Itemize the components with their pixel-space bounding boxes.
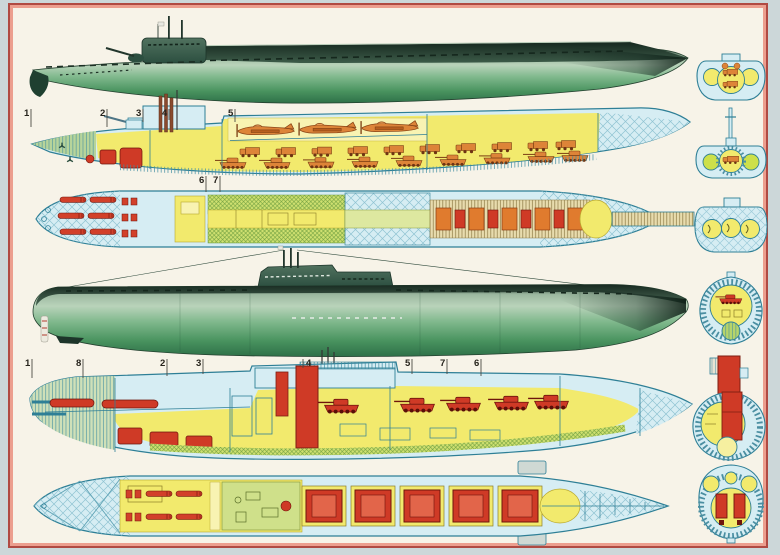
- flag: [157, 21, 165, 27]
- conning-tower: [257, 264, 394, 288]
- machinery: [99, 149, 117, 165]
- trunk-small: [275, 371, 289, 417]
- bow-fin: [29, 70, 49, 97]
- cross-section-lower-2: [692, 355, 766, 461]
- bow-braces: [39, 478, 121, 534]
- callout-label: 8: [76, 358, 81, 369]
- lower-submarine-profile: [32, 245, 689, 357]
- callout-label: 5: [405, 358, 411, 369]
- tank-section: [733, 493, 746, 519]
- callout-label: 6: [474, 358, 479, 369]
- periscope-mast: [290, 248, 292, 268]
- tank-bays-plan: [301, 485, 543, 527]
- tower-cutaway: [142, 105, 206, 130]
- periscope-mast: [168, 16, 170, 39]
- spare-torpedo: [101, 399, 159, 409]
- lower-submarine-cutaway: [29, 347, 694, 460]
- upper-submarine-cutaway: [30, 90, 691, 176]
- periscope-mast: [283, 250, 285, 268]
- upper-submarine-plan: [35, 190, 695, 248]
- callouts-upper-plan: 6 7: [199, 175, 221, 192]
- callout-label: 7: [213, 175, 218, 186]
- antenna-wire: [61, 249, 285, 289]
- callouts-upper-cutaway: 1 2 3 4 5: [24, 108, 236, 127]
- periscope: [169, 97, 174, 133]
- upper-submarine-profile: [29, 16, 689, 104]
- callout-label: 2: [160, 358, 165, 369]
- periscope: [158, 95, 163, 133]
- conning-tower: [141, 37, 207, 64]
- cross-section-lower-3: [698, 464, 764, 544]
- control-corridor: [207, 209, 346, 229]
- interior-hold: [96, 113, 614, 172]
- cross-section-lower-1: [699, 271, 763, 345]
- dive-plane: [517, 460, 547, 475]
- callout-label: 3: [136, 108, 141, 119]
- callouts-lower-cutaway: 1 8 2 3 4 5 7 6: [25, 358, 482, 378]
- callout-label: 1: [24, 108, 30, 119]
- callout-label: 3: [196, 358, 201, 369]
- access-trunk: [295, 365, 319, 449]
- cargo-containers: [435, 207, 584, 231]
- cross-section-upper-1: [696, 53, 766, 101]
- stern-walkway: [611, 211, 695, 227]
- periscope-mast: [181, 20, 183, 39]
- periscope: [164, 93, 168, 133]
- callout-label: 6: [199, 175, 204, 186]
- callout-label: 5: [228, 108, 234, 119]
- cross-section-upper-2: [695, 107, 767, 179]
- torpedo-row: [125, 489, 203, 522]
- spare-torpedo: [49, 398, 95, 408]
- callout-label: 4: [306, 358, 312, 369]
- callout-label: 4: [162, 108, 168, 119]
- callout-label: 1: [25, 358, 31, 369]
- callout-label: 7: [440, 358, 445, 369]
- cross-section-upper-3: [694, 197, 768, 253]
- lower-submarine-plan: [33, 460, 670, 546]
- draft-marks: [40, 315, 49, 343]
- periscope-mast: [297, 252, 299, 268]
- bow-torpedo-room: [57, 196, 138, 238]
- flag: [277, 245, 284, 250]
- tank-section: [715, 493, 728, 519]
- engine: [117, 427, 143, 445]
- callout-label: 2: [100, 108, 105, 119]
- anchor: [56, 336, 84, 344]
